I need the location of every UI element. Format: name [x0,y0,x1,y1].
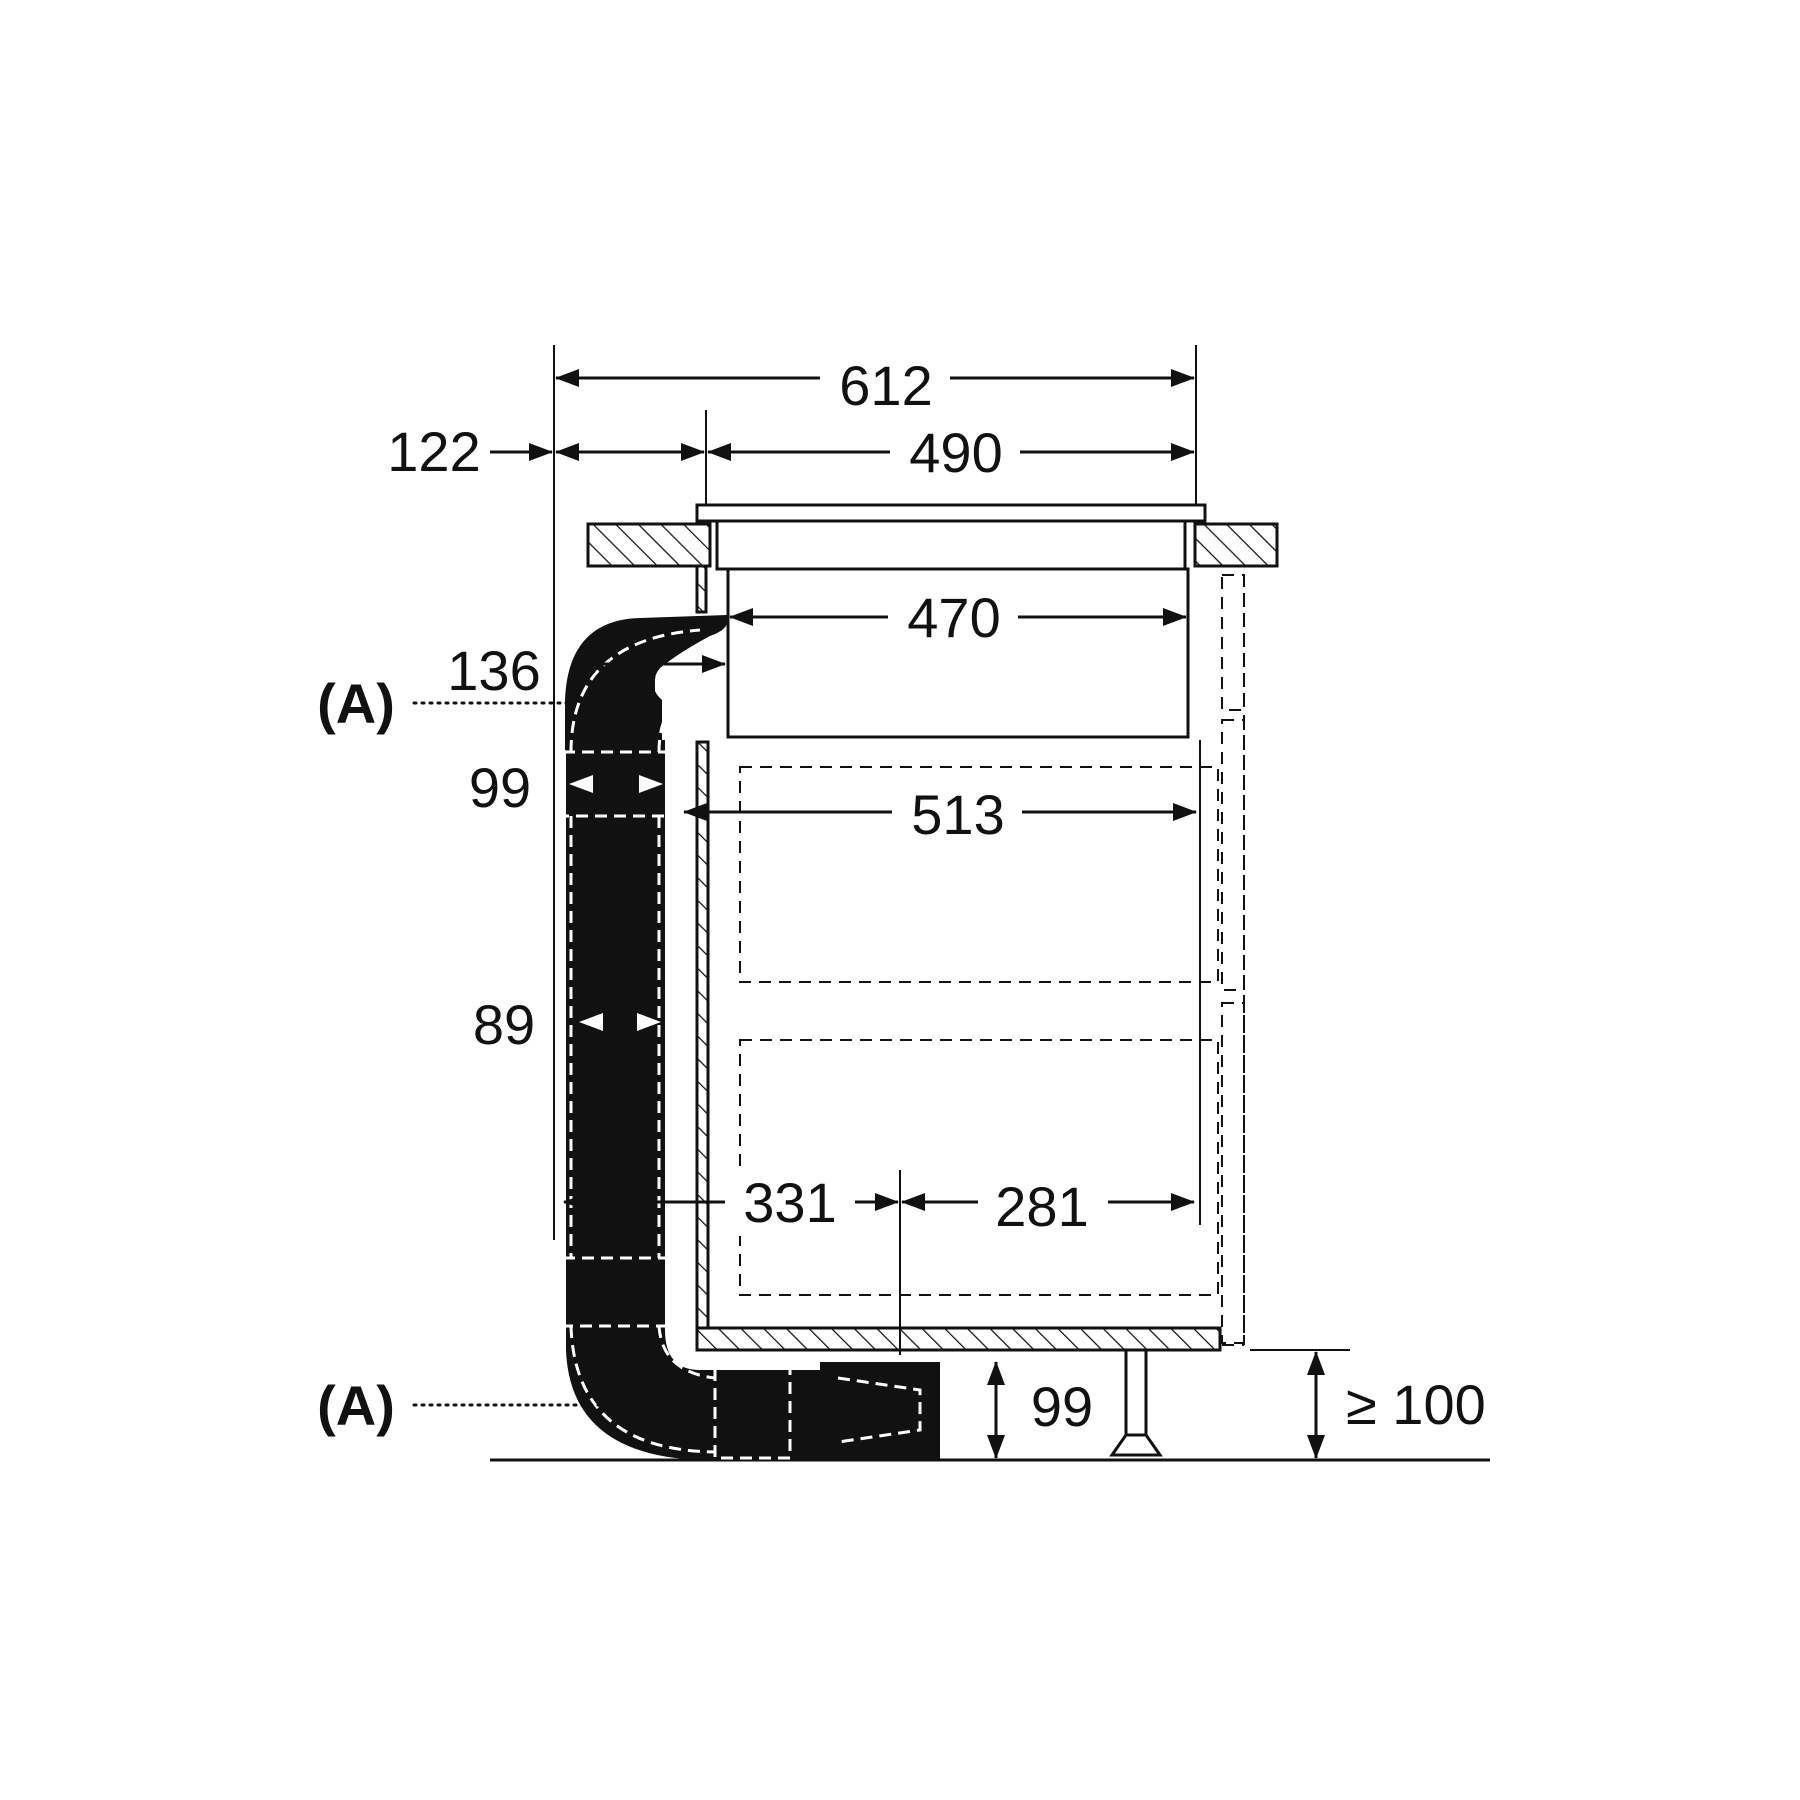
hob-unit [726,567,1190,739]
drawer-upper [739,766,1219,983]
duct-outlet-inner [837,1376,922,1444]
dim-front-to-outlet: 281 [995,1175,1088,1238]
hob-frame [715,519,1187,571]
dim-overall-depth: 612 [839,354,932,417]
dim-plinth-outlet-height: 99 [1031,1375,1093,1438]
callout-label-lower: (A) [317,1374,395,1437]
worktop-right [1193,522,1279,568]
cabinet-rear-panel [695,740,710,1334]
dim-min-plinth-height: ≥ 100 [1346,1373,1486,1436]
callout-label-upper: (A) [317,672,395,735]
plinth-foot-base [1109,1433,1163,1457]
dim-cutout-depth: 490 [909,421,1002,484]
dim-rear-offset: 122 [387,420,480,483]
duct-connector-upper [561,750,669,818]
cabinet-bottom [695,1326,1222,1352]
dim-duct-inner-width: 89 [473,993,535,1056]
worktop-left [586,522,712,568]
drawer-front-lower [1221,1002,1245,1344]
drawer-front-top [1221,574,1245,711]
duct-connector-lower [561,1256,669,1328]
dim-unit-depth: 470 [907,586,1000,649]
drawer-lower [739,1039,1219,1296]
dim-front-to-duct: 331 [743,1171,836,1234]
dim-duct-outer-width: 99 [469,756,531,819]
dim-duct-bend-depth: 136 [447,639,540,702]
duct-connector-bottom [713,1360,792,1460]
duct-lower-edge-inner [657,1325,716,1380]
cabinet-rear-panel-upper [695,564,708,614]
duct-vertical [566,740,665,1318]
duct-outlet [820,1362,940,1460]
dim-cabinet-inner-depth: 513 [911,783,1004,846]
hob-glass [695,503,1207,523]
duct-bend-edge-inner [657,688,701,753]
duct-lower-bend [566,1310,820,1460]
plinth-foot [1124,1348,1148,1437]
drawer-front-upper [1221,719,1245,991]
duct-lower-edge-outer [569,1325,716,1454]
